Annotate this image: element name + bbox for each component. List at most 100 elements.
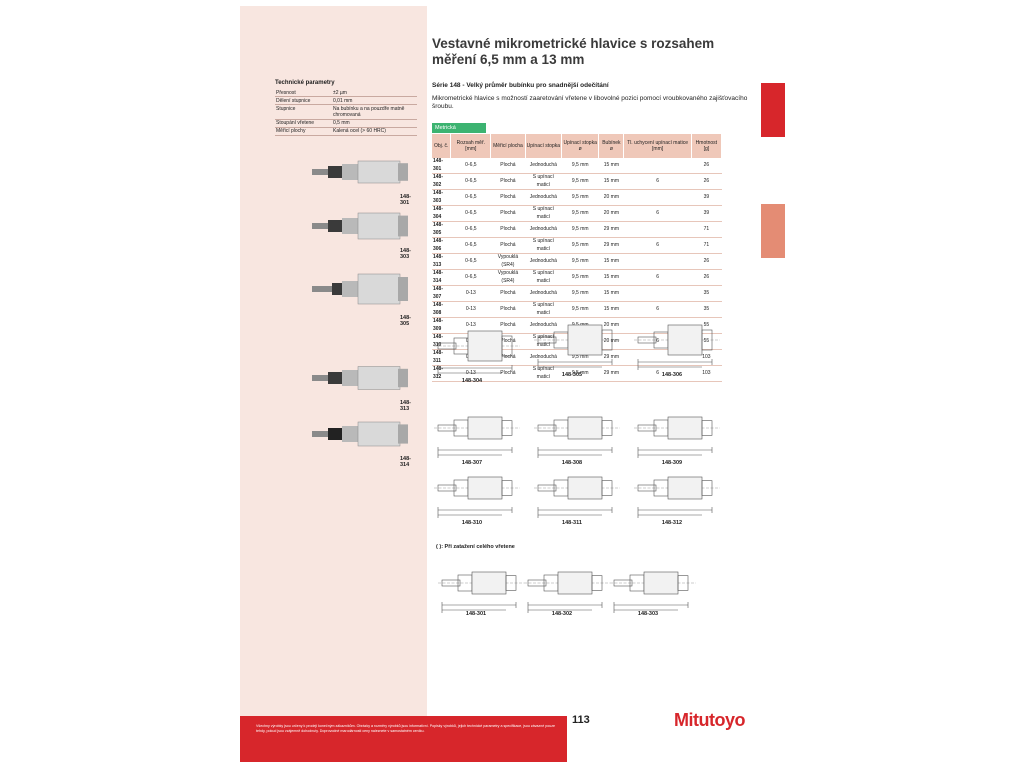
table-cell: 148-304 xyxy=(432,205,451,222)
table-cell xyxy=(623,189,692,206)
technical-drawing: 148-307 xyxy=(432,406,522,468)
instrument-label: 148-305 xyxy=(400,315,412,327)
table-cell: Plochá xyxy=(490,237,526,254)
table-cell: 15 mm xyxy=(598,269,624,286)
drawing-note: ( ): Při zatažení celého vřetene xyxy=(436,544,515,550)
drawing-label: 148-308 xyxy=(561,460,583,466)
table-cell: 71 xyxy=(691,221,722,238)
table-cell: 20 mm xyxy=(598,333,624,350)
table-cell: S upínací maticí xyxy=(525,365,562,382)
table-cell: 9,5 mm xyxy=(561,285,599,302)
table-cell: Plochá xyxy=(490,173,526,190)
table-cell: Jednoduchá xyxy=(525,317,562,334)
table-cell xyxy=(623,253,692,270)
table-cell: Jednoduchá xyxy=(525,158,562,174)
table-cell: 148-314 xyxy=(432,269,451,286)
table-cell: Plochá xyxy=(490,301,526,318)
tech-key: Měřicí plochy xyxy=(275,127,332,136)
table-cell: 0-6,5 xyxy=(450,221,491,238)
table-cell xyxy=(623,158,692,174)
table-cell: 9,5 mm xyxy=(561,269,599,286)
tech-value: Na bubínku a na pouzdře matně chromovaná xyxy=(332,104,417,120)
table-header: Tl. uchycení upínací matice [mm] xyxy=(623,134,692,158)
table-cell: Jednoduchá xyxy=(525,221,562,238)
table-cell: 0-6,5 xyxy=(450,205,491,222)
table-cell: 9,5 mm xyxy=(561,253,599,270)
table-cell: 20 mm xyxy=(598,189,624,206)
footer-band: Všechny výrobky jsou určeny k prodeji ko… xyxy=(240,716,567,762)
footer-disclaimer: Všechny výrobky jsou určeny k prodeji ko… xyxy=(256,724,556,733)
table-cell: 0-6,5 xyxy=(450,158,491,174)
micrometer-head-photo: 148-305 xyxy=(312,271,420,327)
drawing-label: 148-307 xyxy=(461,460,483,466)
table-cell: 29 mm xyxy=(598,237,624,254)
table-cell: 15 mm xyxy=(598,285,624,302)
section-tab-light xyxy=(761,204,785,258)
technical-drawing: 148-312 xyxy=(632,466,722,528)
table-cell: 148-301 xyxy=(432,158,451,174)
table-cell: Plochá xyxy=(490,189,526,206)
drawing-label: 148-303 xyxy=(637,611,659,617)
table-cell: 148-306 xyxy=(432,237,451,254)
micrometer-head-photo: 148-303 xyxy=(312,208,420,260)
table-cell: Plochá xyxy=(490,365,526,382)
drawing-label: 148-310 xyxy=(461,520,483,526)
table-cell: Plochá xyxy=(490,205,526,222)
table-cell: 148-313 xyxy=(432,253,451,270)
micrometer-head-photo: 148-313 xyxy=(312,360,420,412)
table-cell: 15 mm xyxy=(598,173,624,190)
instrument-label: 148-301 xyxy=(400,194,412,206)
table-header: Upínací stopka xyxy=(525,134,563,158)
table-cell: 26 xyxy=(691,158,722,174)
table-cell xyxy=(623,285,692,302)
table-cell: 39 xyxy=(691,189,722,206)
tech-value: 0,5 mm xyxy=(332,119,417,128)
table-cell: 6 xyxy=(623,301,692,318)
table-cell: 0-13 xyxy=(450,301,491,318)
technical-drawing: 148-301 xyxy=(436,561,526,623)
table-cell: Jednoduchá xyxy=(525,253,562,270)
table-cell: 6 xyxy=(623,269,692,286)
drawing-label: 148-302 xyxy=(551,611,573,617)
table-cell: 148-307 xyxy=(432,285,451,302)
table-cell: S upínací maticí xyxy=(525,205,562,222)
page-subtitle: Série 148 - Velký průměr bubínku pro sna… xyxy=(432,82,609,89)
technical-drawing: 148-303 xyxy=(608,561,698,623)
drawing-label: 148-306 xyxy=(661,372,683,378)
technical-drawing: 148-310 xyxy=(432,466,522,528)
table-cell: Plochá xyxy=(490,221,526,238)
description: Mikrometrické hlavice s možností zaareto… xyxy=(432,95,748,110)
technical-drawing: 148-306 xyxy=(632,318,722,380)
table-header: Měřicí plocha xyxy=(490,134,526,158)
table-cell: 9,5 mm xyxy=(561,158,599,174)
table-cell: 39 xyxy=(691,205,722,222)
table-cell: 15 mm xyxy=(598,158,624,174)
table-cell: Vypouklá (SR4) xyxy=(490,269,526,286)
table-cell: 9,5 mm xyxy=(561,301,599,318)
table-cell: 26 xyxy=(691,173,722,190)
tech-value: ±2 µm xyxy=(332,89,417,98)
table-cell: 0-6,5 xyxy=(450,269,491,286)
table-header: Bubínek ø xyxy=(598,134,625,158)
instrument-label: 148-303 xyxy=(400,248,412,260)
table-cell: 0-6,5 xyxy=(450,237,491,254)
table-cell: 15 mm xyxy=(598,301,624,318)
table-cell: Plochá xyxy=(490,158,526,174)
table-cell: 6 xyxy=(623,237,692,254)
table-cell: 15 mm xyxy=(598,253,624,270)
drawing-label: 148-301 xyxy=(465,611,487,617)
table-cell: 0-6,5 xyxy=(450,253,491,270)
technical-drawing: 148-311 xyxy=(532,466,622,528)
table-cell: S upínací maticí xyxy=(525,173,562,190)
table-cell: Plochá xyxy=(490,285,526,302)
table-cell: 9,5 mm xyxy=(561,365,599,382)
table-cell: 6 xyxy=(623,205,692,222)
